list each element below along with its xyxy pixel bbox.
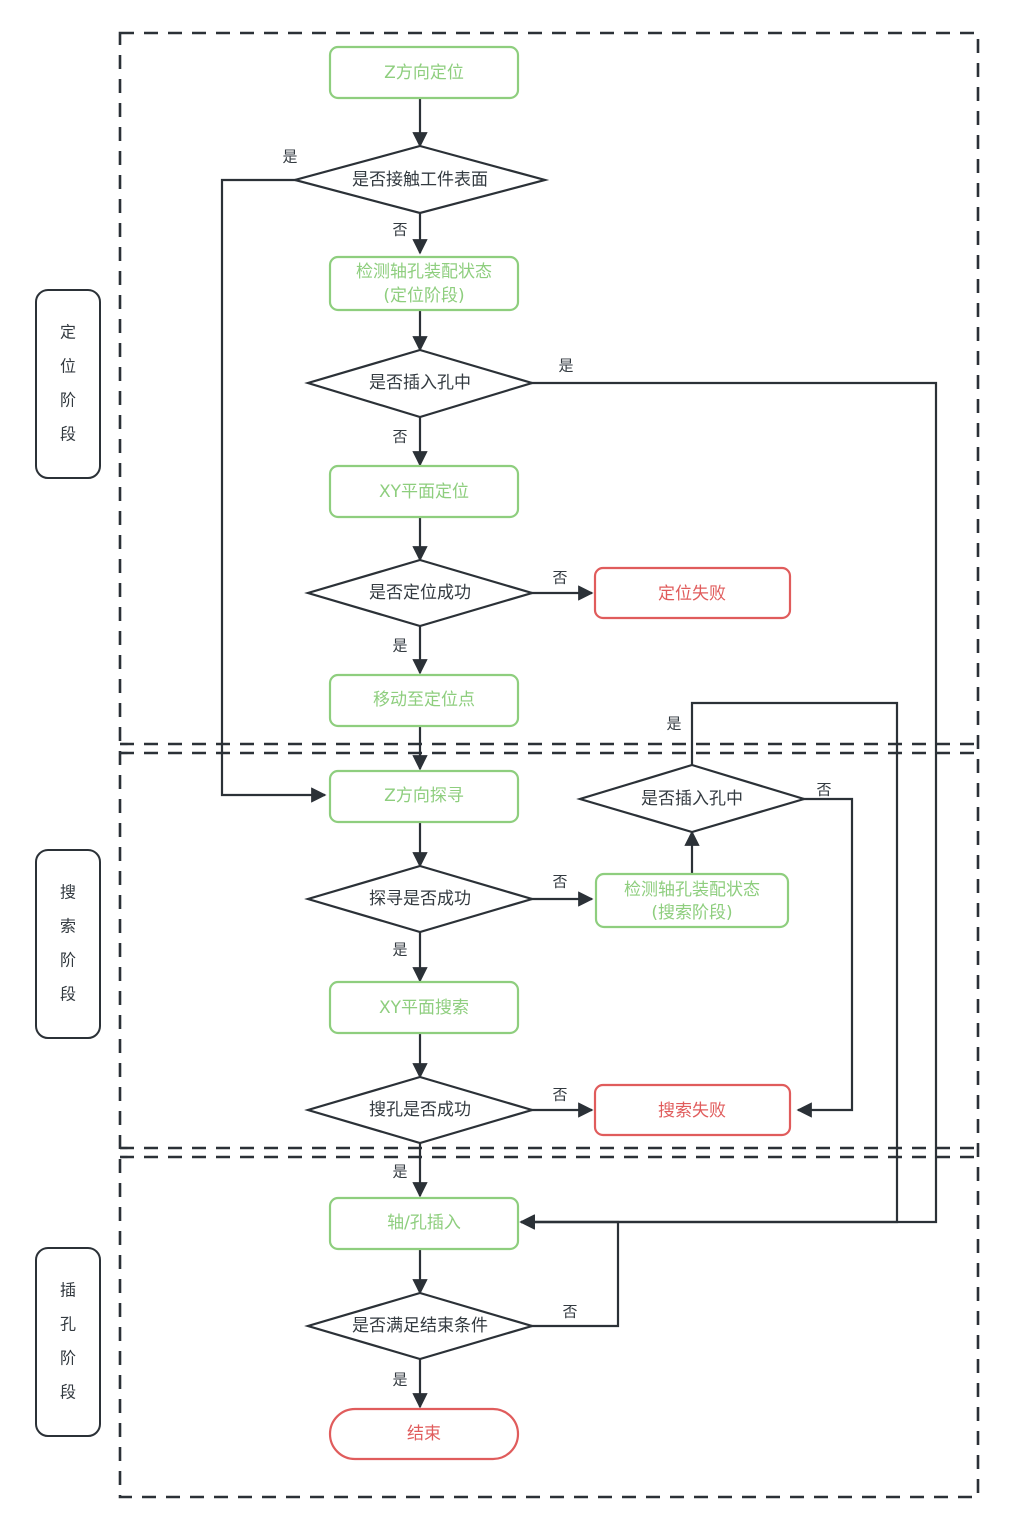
phase-label-insertion-char: 段 — [60, 1383, 76, 1402]
node-position-success-label: 是否定位成功 — [369, 583, 471, 603]
node-hole-success[interactable]: 搜孔是否成功 — [304, 1075, 536, 1145]
node-position-fail-label: 定位失败 — [658, 584, 726, 604]
edge-insertedsearch-yes-loop — [519, 701, 899, 1230]
edge-label-possuccess-yes: 是 — [392, 637, 407, 655]
node-detect-search-label: 检测轴孔装配状态 — [624, 880, 760, 900]
node-z-position-label: Z方向定位 — [384, 63, 464, 83]
phase-label-search-char: 索 — [60, 917, 76, 936]
edge-label-insertedsearch-no: 否 — [816, 781, 831, 799]
edge-label-possuccess-no: 否 — [552, 569, 567, 587]
phase-label-insertion-char: 孔 — [60, 1315, 76, 1334]
edge-label-insertedpos-yes: 是 — [558, 357, 573, 375]
node-position-success[interactable]: 是否定位成功 — [304, 558, 536, 628]
edge-label-probe-yes: 是 — [392, 941, 407, 959]
phase-label-search-char: 段 — [60, 985, 76, 1004]
edge-label-probe-no: 否 — [552, 873, 567, 891]
node-hole-success-label: 搜孔是否成功 — [369, 1100, 471, 1120]
edge-label-end-no: 否 — [562, 1303, 577, 1321]
node-insert-label: 轴/孔插入 — [387, 1213, 461, 1233]
phase-label-positioning: 定位阶段 — [35, 289, 101, 479]
phase-label-search-char: 搜 — [60, 883, 76, 902]
node-inserted-search-label: 是否插入孔中 — [641, 789, 743, 809]
edge-insertedsearch-no-loop — [792, 797, 854, 1118]
node-z-probe[interactable]: Z方向探寻 — [328, 769, 520, 824]
phase-label-positioning-char: 阶 — [60, 391, 76, 410]
node-move-to-point-label: 移动至定位点 — [373, 690, 475, 710]
node-probe-success[interactable]: 探寻是否成功 — [304, 864, 536, 934]
node-xy-search-label: XY平面搜索 — [379, 998, 469, 1018]
node-position-fail[interactable]: 定位失败 — [593, 566, 792, 620]
node-detect-positioning-label: 检测轴孔装配状态 — [356, 262, 492, 282]
node-move-to-point[interactable]: 移动至定位点 — [328, 673, 520, 728]
edge-endcondition-no-loop — [519, 1214, 620, 1328]
node-z-position[interactable]: Z方向定位 — [328, 45, 520, 100]
phase-label-search-char: 阶 — [60, 951, 76, 970]
node-end-label: 结束 — [407, 1424, 441, 1444]
node-inserted-search[interactable]: 是否插入孔中 — [576, 763, 808, 834]
phase-label-positioning-char: 定 — [60, 323, 76, 342]
node-touch-surface[interactable]: 是否接触工件表面 — [290, 144, 550, 215]
node-search-fail-label: 搜索失败 — [658, 1101, 726, 1121]
node-probe-success-label: 探寻是否成功 — [369, 889, 471, 909]
node-insert[interactable]: 轴/孔插入 — [328, 1196, 520, 1251]
edge-label-touch-no: 否 — [392, 221, 407, 239]
node-end-condition[interactable]: 是否满足结束条件 — [304, 1291, 536, 1361]
node-xy-search[interactable]: XY平面搜索 — [328, 980, 520, 1035]
node-detect-positioning-label2: (定位阶段) — [383, 286, 464, 306]
node-inserted-positioning[interactable]: 是否插入孔中 — [304, 348, 536, 419]
node-xy-position[interactable]: XY平面定位 — [328, 464, 520, 519]
node-end-condition-label: 是否满足结束条件 — [352, 1316, 488, 1336]
node-touch-surface-label: 是否接触工件表面 — [352, 170, 488, 190]
edge-label-end-yes: 是 — [392, 1371, 407, 1389]
edge-label-touch-yes: 是 — [282, 148, 297, 166]
phase-label-positioning-char: 位 — [60, 357, 76, 376]
node-search-fail[interactable]: 搜索失败 — [593, 1083, 792, 1137]
edge-label-insertedsearch-yes: 是 — [666, 715, 681, 733]
outer-dashed-frame — [118, 31, 980, 1499]
node-detect-positioning[interactable]: 检测轴孔装配状态 (定位阶段) — [328, 255, 520, 312]
edge-label-insertedpos-no: 否 — [392, 428, 407, 446]
node-end[interactable]: 结束 — [328, 1407, 520, 1461]
phase-label-search: 搜索阶段 — [35, 849, 101, 1039]
edge-label-hole-yes: 是 — [392, 1163, 407, 1181]
edge-touch-yes-loop — [220, 178, 327, 803]
node-detect-search-label2: (搜索阶段) — [651, 903, 732, 923]
node-detect-search[interactable]: 检测轴孔装配状态 (搜索阶段) — [594, 872, 790, 929]
phase-label-positioning-char: 段 — [60, 425, 76, 444]
node-z-probe-label: Z方向探寻 — [384, 786, 464, 806]
node-inserted-positioning-label: 是否插入孔中 — [369, 373, 471, 393]
node-xy-position-label: XY平面定位 — [379, 482, 469, 502]
edge-label-hole-no: 否 — [552, 1086, 567, 1104]
phase-label-insertion-char: 阶 — [60, 1349, 76, 1368]
phase-label-insertion-char: 插 — [60, 1281, 76, 1300]
